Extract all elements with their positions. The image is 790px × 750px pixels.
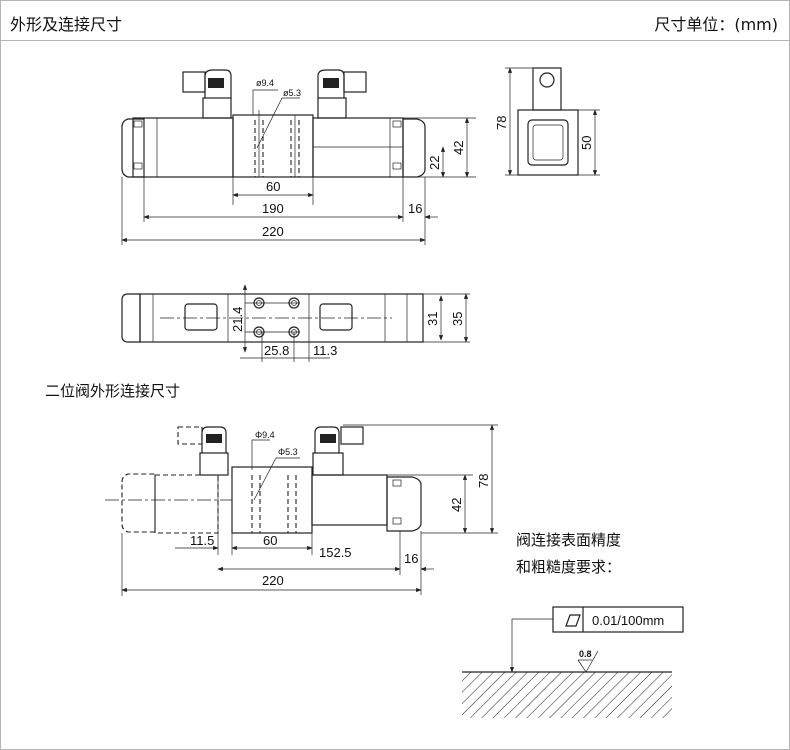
roughness-value: 0.8 bbox=[579, 649, 592, 659]
dim-port-large: ø9.4 bbox=[256, 78, 274, 88]
dim-cap: 16 bbox=[408, 201, 422, 216]
dim-2p-offset: 11.5 bbox=[190, 533, 214, 548]
section-title: 外形及连接尺寸 bbox=[10, 15, 123, 34]
dim-2p-height-78: 78 bbox=[476, 474, 491, 488]
dim-port-offset: 11.3 bbox=[313, 343, 337, 358]
dim-2p-overall: 220 bbox=[262, 573, 284, 588]
dim-2p-height-42: 42 bbox=[449, 498, 464, 512]
flatness-icon bbox=[565, 614, 581, 627]
dim-body: 190 bbox=[262, 201, 284, 216]
dim-height-42: 42 bbox=[451, 141, 466, 155]
dim-2p-body: 152.5 bbox=[319, 545, 352, 560]
two-position-view: Φ9.4 Φ5.3 11.5 60 152.5 16 220 42 78 bbox=[105, 424, 498, 596]
dim-port-small: ø5.3 bbox=[283, 88, 301, 98]
dim-width-35: 35 bbox=[450, 312, 465, 326]
roughness-symbol-icon bbox=[577, 650, 599, 673]
dim-height-22: 22 bbox=[427, 156, 442, 170]
unit-label: 尺寸单位：(mm) bbox=[654, 15, 778, 34]
front-view: ø9.4 ø5.3 60 190 16 220 42 22 bbox=[121, 69, 476, 245]
side-view: 78 50 bbox=[494, 67, 600, 176]
dim-2p-cap: 16 bbox=[404, 551, 418, 566]
dim-side-flange: 50 bbox=[579, 136, 594, 150]
surface-note-line2: 和粗糙度要求： bbox=[516, 558, 621, 576]
dim-2p-center: 60 bbox=[263, 533, 277, 548]
surface-note-line1: 阀连接表面精度 bbox=[516, 531, 621, 549]
dim-2p-port-large: Φ9.4 bbox=[255, 430, 275, 440]
dim-port-pitch-h: 25.8 bbox=[264, 343, 289, 358]
dim-width-31: 31 bbox=[425, 312, 440, 326]
flatness-tolerance: 0.01/100mm bbox=[592, 613, 664, 628]
dim-2p-port-small: Φ5.3 bbox=[278, 447, 298, 457]
dim-overall: 220 bbox=[262, 224, 284, 239]
two-position-title: 二位阀外形连接尺寸 bbox=[45, 382, 180, 400]
dim-center-block: 60 bbox=[266, 179, 280, 194]
surface-requirement: 阀连接表面精度 和粗糙度要求： 0.01/100mm 0.8 bbox=[462, 531, 684, 718]
header-bar: 外形及连接尺寸 尺寸单位：(mm) bbox=[0, 0, 790, 41]
plan-view: 21.4 25.8 11.3 31 35 bbox=[121, 284, 470, 362]
dim-port-pitch-v: 21.4 bbox=[230, 307, 245, 332]
dim-side-height: 78 bbox=[494, 116, 509, 130]
